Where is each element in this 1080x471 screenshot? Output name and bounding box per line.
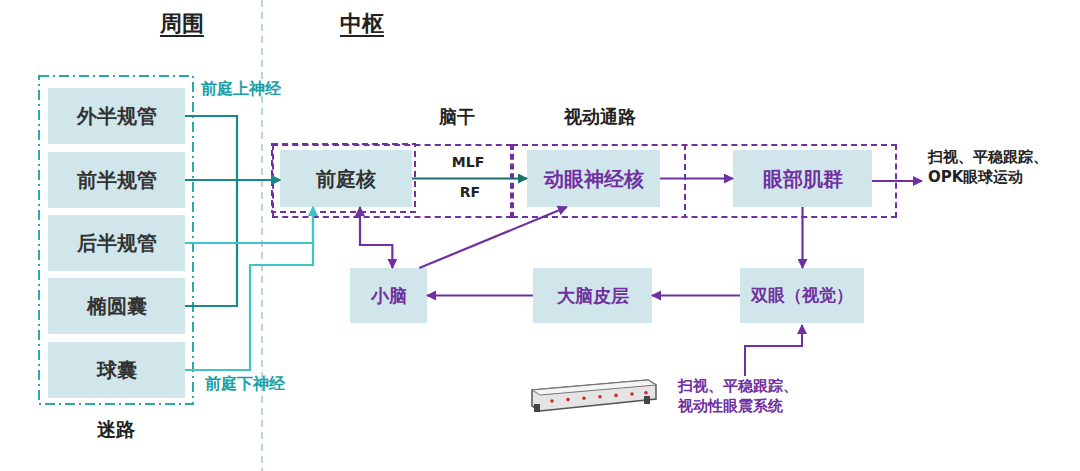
connector-arrow	[185, 116, 280, 180]
led-dot	[550, 399, 554, 403]
node-label: 动眼神经核	[544, 167, 644, 191]
process-box: 前庭核	[280, 150, 412, 207]
process-box: 眼部肌群	[733, 150, 872, 207]
group-heading: 迷路	[38, 418, 194, 441]
edge-label: MLF	[446, 153, 490, 171]
dash-dot-border	[39, 76, 193, 404]
led-dot	[630, 392, 634, 396]
annotation-label: 中枢	[340, 10, 400, 39]
process-box: 双眼（视觉）	[740, 268, 864, 323]
connector-arrow	[185, 207, 313, 370]
node-label: 双眼（视觉）	[751, 285, 853, 305]
led-dot	[582, 396, 586, 400]
light-bar-device	[532, 380, 656, 412]
led-dot	[566, 398, 570, 402]
annotation-label: 周围	[160, 10, 220, 39]
process-box: 大脑皮层	[533, 268, 652, 323]
group-box: 视动通路动眼神经核眼部肌群	[512, 144, 897, 218]
annotation-label: RF	[450, 183, 490, 201]
device-body	[532, 380, 656, 411]
process-box: 球囊	[48, 342, 185, 398]
led-dot	[598, 395, 602, 399]
process-box: 椭圆囊	[48, 278, 185, 334]
led-dot	[614, 394, 618, 398]
connector-arrow	[419, 207, 567, 268]
output-arrow	[872, 180, 922, 182]
node-label: 外半规管	[77, 104, 157, 128]
device-foot	[534, 404, 540, 412]
connector-arrow	[660, 177, 733, 179]
annotation-label: 前庭上神经	[201, 79, 311, 100]
group-box: 迷路外半规管前半规管后半规管椭圆囊球囊	[38, 75, 194, 405]
process-box: 前半规管	[48, 152, 185, 208]
led-dot	[644, 391, 648, 395]
node-label: 球囊	[97, 358, 137, 382]
annotation-label: 前庭下神经	[205, 374, 315, 395]
connector-arrow	[185, 180, 280, 306]
annotation-label: 扫视、平稳跟踪、视动性眼震系统	[678, 377, 810, 416]
dashed-frame	[272, 144, 415, 212]
node-label: 眼部肌群	[763, 167, 843, 191]
node-label: 前庭核	[316, 167, 376, 191]
divider-line	[261, 0, 263, 471]
connector-arrow	[652, 294, 740, 296]
group-heading: 脑干	[422, 106, 492, 128]
connector-arrow	[412, 177, 527, 179]
process-box: 外半规管	[48, 88, 185, 144]
node-label: 椭圆囊	[87, 294, 147, 318]
group-heading: 视动通路	[550, 106, 650, 128]
annotation-label: 扫视、平稳跟踪、OPK眼球运动	[928, 148, 1074, 187]
node-label: 小脑	[371, 285, 407, 307]
input-arrow	[745, 325, 802, 376]
connector-arrow	[185, 207, 313, 243]
connector-arrow	[427, 294, 533, 296]
process-box: 小脑	[350, 268, 427, 323]
node-label: 前半规管	[77, 168, 157, 192]
process-box: 后半规管	[48, 215, 185, 271]
node-label: 大脑皮层	[557, 285, 629, 307]
device-foot	[644, 396, 650, 404]
node-label: 后半规管	[77, 231, 157, 255]
process-box: 动眼神经核	[527, 150, 660, 207]
connector-arrow	[185, 179, 280, 181]
connector-arrow	[801, 207, 803, 268]
dashed-divider	[684, 144, 686, 218]
connector-arrow	[360, 207, 392, 268]
device-top	[532, 380, 656, 395]
